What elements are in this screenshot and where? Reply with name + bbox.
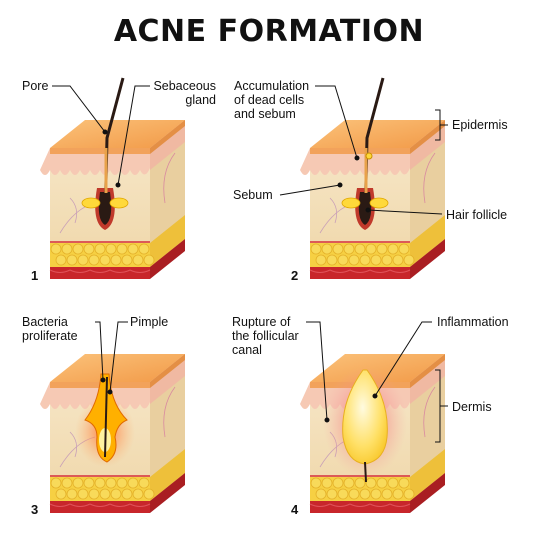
label-pore: Pore (22, 79, 49, 93)
label-pimple: Pimple (130, 315, 169, 329)
panel-number-3: 3 (31, 502, 39, 517)
skin-surface (50, 354, 185, 382)
label-rupture: Rupture of the follicular canal (232, 315, 299, 357)
panel-number-4: 4 (291, 502, 299, 517)
label-inflammation: Inflammation (437, 315, 509, 329)
label-dermis: Dermis (452, 400, 492, 414)
leader-lines (52, 85, 448, 443)
skin-surface (50, 120, 185, 148)
skin-block-1 (40, 77, 185, 279)
label-sebum: Sebum (233, 188, 273, 202)
page-title: ACNE FORMATION (113, 14, 425, 49)
label-sebaceous-gland: Sebaceous gland (153, 79, 216, 107)
label-bacteria: Bacteria proliferate (22, 315, 78, 343)
skin-block-3 (40, 354, 185, 513)
label-epidermis: Epidermis (452, 118, 508, 132)
label-hair-follicle: Hair follicle (446, 208, 508, 222)
skin-block-4 (300, 354, 445, 513)
label-accumulation: Accumulation of dead cells and sebum (234, 79, 310, 121)
panel-number-1: 1 (31, 268, 39, 283)
skin-surface (310, 120, 445, 148)
panel-number-2: 2 (291, 268, 299, 283)
skin-block-2 (300, 77, 445, 279)
